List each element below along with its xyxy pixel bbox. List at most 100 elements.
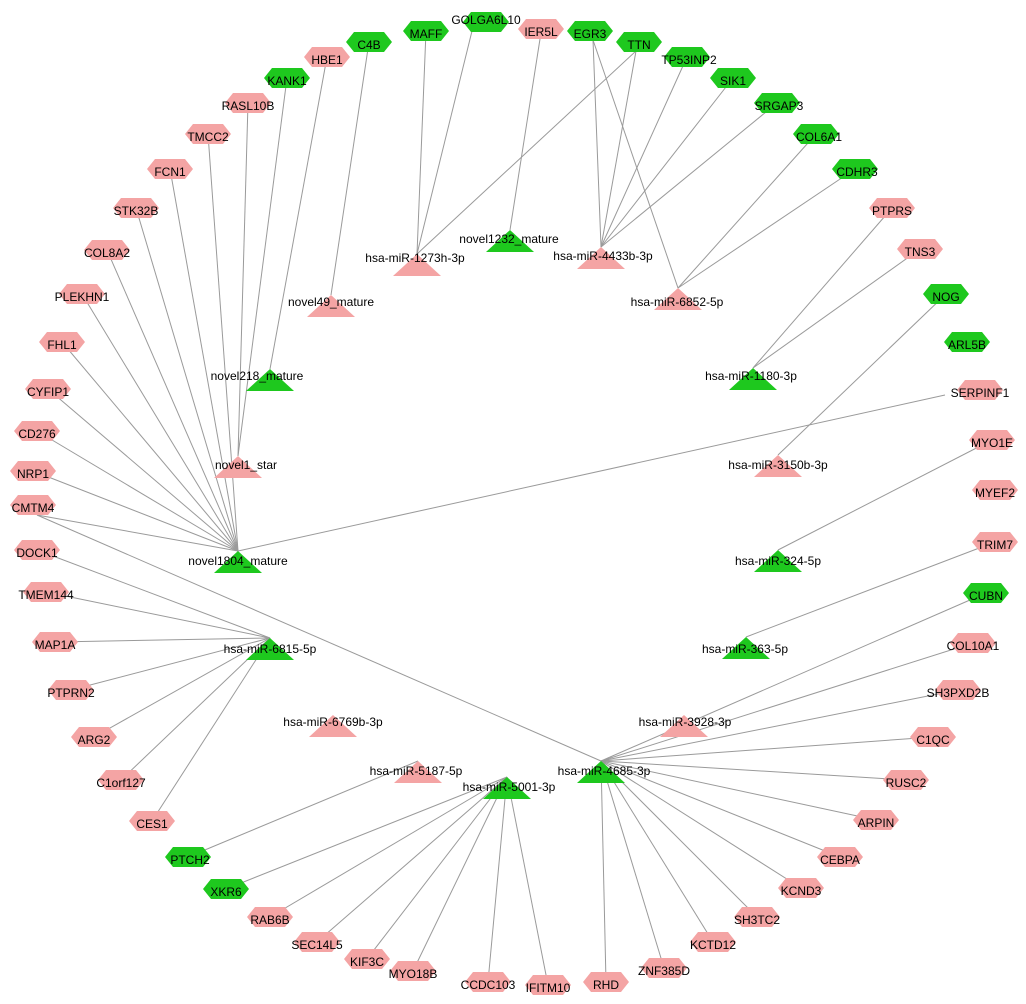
gene-node-stk32b[interactable]: STK32B <box>113 198 159 218</box>
mirna-node-novel49-mature[interactable]: novel49_mature <box>288 295 374 317</box>
mirna-node-hsa-mir-363-5p[interactable]: hsa-miR-363-5p <box>702 637 788 659</box>
gene-node-myo18b[interactable]: MYO18B <box>389 961 438 981</box>
gene-node-cebpa[interactable]: CEBPA <box>817 847 863 867</box>
node-label-hsa-mir-4433b-3p: hsa-miR-4433b-3p <box>553 249 653 263</box>
gene-node-tmcc2[interactable]: TMCC2 <box>185 124 231 144</box>
mirna-node-novel1232-mature[interactable]: novel1232_mature <box>459 230 559 252</box>
mirna-node-hsa-mir-6815-5p[interactable]: hsa-miR-6815-5p <box>224 638 317 660</box>
gene-node-serpinf1[interactable]: SERPINF1 <box>951 380 1010 400</box>
gene-node-nrp1[interactable]: NRP1 <box>10 461 56 481</box>
gene-hexagon-c4b <box>346 32 392 52</box>
gene-hexagon-kank1 <box>264 68 310 88</box>
gene-node-fhl1[interactable]: FHL1 <box>39 332 85 352</box>
gene-node-myef2[interactable]: MYEF2 <box>972 480 1018 500</box>
gene-node-plekhn1[interactable]: PLEKHN1 <box>55 284 110 304</box>
gene-node-cubn[interactable]: CUBN <box>963 583 1009 603</box>
gene-node-xkr6[interactable]: XKR6 <box>203 879 249 899</box>
gene-node-myo1e[interactable]: MYO1E <box>969 430 1015 450</box>
gene-node-cmtm4[interactable]: CMTM4 <box>10 495 56 515</box>
gene-node-ifitm10[interactable]: IFITM10 <box>525 975 571 995</box>
gene-node-c1orf127[interactable]: C1orf127 <box>96 770 146 790</box>
edge-hsa-mir-6815-5p-tmem144 <box>45 591 271 639</box>
gene-node-egr3[interactable]: EGR3 <box>567 21 613 41</box>
mirna-node-hsa-mir-1180-3p[interactable]: hsa-miR-1180-3p <box>705 368 797 390</box>
node-label-hsa-mir-6815-5p: hsa-miR-6815-5p <box>224 642 317 656</box>
gene-node-rhd[interactable]: RHD <box>583 972 629 992</box>
gene-node-cdhr3[interactable]: CDHR3 <box>832 159 878 179</box>
mirna-node-hsa-mir-324-5p[interactable]: hsa-miR-324-5p <box>735 550 821 572</box>
gene-node-kif3c[interactable]: KIF3C <box>344 949 390 969</box>
gene-node-znf385d[interactable]: ZNF385D <box>638 958 690 978</box>
mirna-node-hsa-mir-6769b-3p[interactable]: hsa-miR-6769b-3p <box>283 715 383 737</box>
gene-node-c4b[interactable]: C4B <box>346 32 392 52</box>
gene-hexagon-sec14l5 <box>294 932 340 952</box>
gene-node-ptprs[interactable]: PTPRS <box>869 198 915 218</box>
mirna-node-hsa-mir-5187-5p[interactable]: hsa-miR-5187-5p <box>370 761 463 783</box>
gene-node-arpin[interactable]: ARPIN <box>853 810 899 830</box>
mirna-node-novel1804-mature[interactable]: novel1804_mature <box>188 551 288 573</box>
gene-node-nog[interactable]: NOG <box>923 284 969 304</box>
gene-node-sh3tc2[interactable]: SH3TC2 <box>734 907 780 927</box>
gene-node-ier5l[interactable]: IER5L <box>518 19 564 39</box>
gene-node-tmem144[interactable]: TMEM144 <box>18 582 74 602</box>
mirna-node-novel218-mature[interactable]: novel218_mature <box>211 369 304 391</box>
gene-node-maff[interactable]: MAFF <box>403 21 449 41</box>
mirna-node-hsa-mir-1273h-3p[interactable]: hsa-miR-1273h-3p <box>365 251 465 276</box>
gene-node-ccdc103[interactable]: CCDC103 <box>461 972 516 992</box>
gene-node-cd276[interactable]: CD276 <box>14 421 60 441</box>
edge-hsa-mir-4685-3p-rusc2 <box>600 760 907 781</box>
gene-node-sec14l5[interactable]: SEC14L5 <box>291 932 343 952</box>
mirna-triangle-novel49-mature <box>307 295 355 317</box>
edge-hsa-mir-5001-3p-kif3c <box>366 776 508 960</box>
mirna-node-hsa-mir-6852-5p[interactable]: hsa-miR-6852-5p <box>631 288 724 310</box>
edge-hsa-mir-6815-5p-ptprn2 <box>70 637 271 691</box>
gene-node-kctd12[interactable]: KCTD12 <box>690 932 736 952</box>
gene-node-ttn[interactable]: TTN <box>616 32 662 52</box>
gene-node-col10a1[interactable]: COL10A1 <box>947 633 1000 653</box>
gene-node-sik1[interactable]: SIK1 <box>710 68 756 88</box>
gene-hexagon-kif3c <box>344 949 390 969</box>
gene-node-fcn1[interactable]: FCN1 <box>147 159 193 179</box>
gene-node-map1a[interactable]: MAP1A <box>32 632 78 652</box>
node-label-myef2: MYEF2 <box>975 486 1015 500</box>
mirna-node-hsa-mir-4433b-3p[interactable]: hsa-miR-4433b-3p <box>553 247 653 269</box>
gene-node-cyfip1[interactable]: CYFIP1 <box>25 379 71 399</box>
gene-node-kcnd3[interactable]: KCND3 <box>778 878 824 898</box>
gene-node-rab6b[interactable]: RAB6B <box>247 907 293 927</box>
gene-node-ces1[interactable]: CES1 <box>129 811 175 831</box>
gene-node-srgap3[interactable]: SRGAP3 <box>754 93 804 113</box>
gene-hexagon-rhd <box>583 972 629 992</box>
gene-node-sh3pxd2b[interactable]: SH3PXD2B <box>927 680 990 700</box>
mirna-node-hsa-mir-3928-3p[interactable]: hsa-miR-3928-3p <box>639 715 732 737</box>
node-label-cyfip1: CYFIP1 <box>27 385 69 399</box>
gene-node-rusc2[interactable]: RUSC2 <box>883 770 929 790</box>
gene-node-arl5b[interactable]: ARL5B <box>944 332 990 352</box>
gene-node-dock1[interactable]: DOCK1 <box>14 540 60 560</box>
gene-node-golga6l10[interactable]: GOLGA6L10 <box>451 12 521 32</box>
node-label-arg2: ARG2 <box>78 733 111 747</box>
edge-hsa-mir-6815-5p-dock1 <box>36 549 271 639</box>
gene-node-tns3[interactable]: TNS3 <box>897 239 943 259</box>
gene-node-ptch2[interactable]: PTCH2 <box>165 847 211 867</box>
node-label-kif3c: KIF3C <box>350 955 384 969</box>
mirna-node-hsa-mir-3150b-3p[interactable]: hsa-miR-3150b-3p <box>728 455 828 477</box>
gene-node-arg2[interactable]: ARG2 <box>71 727 117 747</box>
gene-node-trim7[interactable]: TRIM7 <box>972 532 1018 552</box>
gene-node-c1qc[interactable]: C1QC <box>910 727 956 747</box>
gene-node-col6a1[interactable]: COL6A1 <box>793 124 842 144</box>
mirna-node-hsa-mir-4685-3p[interactable]: hsa-miR-4685-3p <box>558 761 651 783</box>
gene-hexagon-ifitm10 <box>525 975 571 995</box>
mirna-triangle-hsa-mir-6769b-3p <box>309 715 357 737</box>
mirna-node-novel1-star[interactable]: novel1_star <box>214 456 277 478</box>
gene-hexagon-trim7 <box>972 532 1018 552</box>
edge-layer <box>32 30 996 986</box>
node-label-kcnd3: KCND3 <box>781 884 822 898</box>
edge-hsa-mir-4433b-3p-tp53inp2 <box>600 56 688 248</box>
gene-node-ptprn2[interactable]: PTPRN2 <box>47 680 95 700</box>
gene-node-rasl10b[interactable]: RASL10B <box>222 93 275 113</box>
gene-node-tp53inp2[interactable]: TP53INP2 <box>661 47 717 67</box>
mirna-node-hsa-mir-5001-3p[interactable]: hsa-miR-5001-3p <box>463 777 556 799</box>
gene-node-hbe1[interactable]: HBE1 <box>304 47 350 67</box>
gene-node-kank1[interactable]: KANK1 <box>264 68 310 88</box>
gene-node-col8a2[interactable]: COL8A2 <box>84 240 130 260</box>
